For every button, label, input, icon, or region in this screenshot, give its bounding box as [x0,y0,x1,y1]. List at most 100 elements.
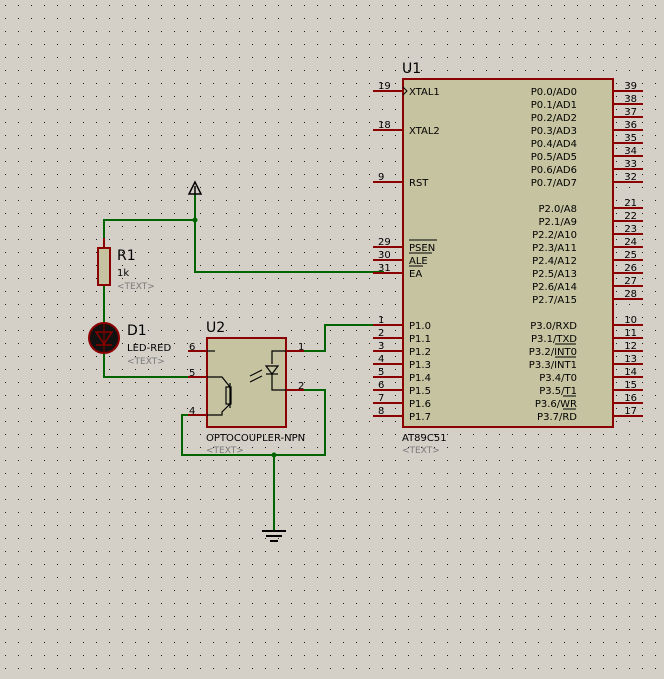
wire-u2-pin2-gnd[interactable] [274,389,326,456]
pin-label: P2.5/A13 [532,269,577,280]
pin-number: 4 [378,354,384,365]
power-terminal[interactable] [187,180,203,195]
pin-number: 24 [624,237,637,248]
wire-u2-pin4-gnd[interactable] [181,414,274,456]
u1-pin-p1-3[interactable]: 4P1.3 [373,354,431,371]
pin-number: 26 [624,263,637,274]
pin-number: 11 [624,328,637,339]
pin-number: 1 [378,315,384,326]
pin-number: 10 [624,315,637,326]
pin-label: EA [409,269,422,280]
pin-label: P2.7/A15 [532,295,577,306]
pin-number: 30 [378,250,391,261]
pin-label: P1.0 [409,321,431,332]
pin-number: 31 [378,263,391,274]
u1-left-pins: 19XTAL118XTAL29RST29PSEN30ALE31EA1P1.02P… [373,81,440,423]
pin-label: P1.4 [409,373,431,384]
pin-label: P0.1/AD1 [531,100,577,111]
ground-terminal[interactable] [262,530,286,542]
u2-pin5-num: 5 [189,368,195,379]
u1-pin-p1-7[interactable]: 8P1.7 [373,406,431,423]
u1-microcontroller[interactable]: U1 AT89C51 <TEXT> [402,61,614,456]
pin-label: ALE [409,256,428,267]
wire-u2-pin1-p10[interactable] [304,324,384,352]
pin-label: P3.5/T1 [539,386,577,397]
pin-number: 18 [378,120,391,131]
pin-label: XTAL2 [409,126,440,137]
pin-number: 16 [624,393,637,404]
clock-marker-icon [402,86,408,96]
pin-label: P3.1/TXD [531,334,577,345]
pin-number: 12 [624,341,637,352]
u1-text-placeholder: <TEXT> [402,446,440,456]
pin-label: XTAL1 [409,87,440,98]
pin-number: 2 [378,328,384,339]
pin-number: 36 [624,120,637,131]
pin-number: 33 [624,159,637,170]
pin-number: 25 [624,250,637,261]
d1-value: LED-RED [127,343,171,354]
pin-number: 23 [624,224,637,235]
pin-number: 9 [378,172,384,183]
pin-number: 38 [624,94,637,105]
pin-label: P0.6/AD6 [531,165,577,176]
r1-resistor[interactable]: R1 1k <TEXT> [97,238,155,292]
pin-number: 28 [624,289,637,300]
u1-pin-p1-5[interactable]: 6P1.5 [373,380,431,397]
d1-led[interactable]: D1 LED-RED <TEXT> [88,322,171,367]
u1-pin-p1-6[interactable]: 7P1.6 [373,393,431,410]
diode-triangle-icon [94,331,114,346]
pin-label: P1.1 [409,334,431,345]
u1-pin-p1-1[interactable]: 2P1.1 [373,328,431,345]
pin-label: P0.3/AD3 [531,126,577,137]
u2-part-name: OPTOCOUPLER-NPN [206,433,305,444]
pin-number: 7 [378,393,384,404]
d1-text-placeholder: <TEXT> [127,357,165,367]
pin-number: 21 [624,198,637,209]
wire-led-u2-pin5[interactable] [103,354,188,378]
pin-number: 29 [378,237,391,248]
pin-number: 32 [624,172,637,183]
u1-pin-p1-2[interactable]: 3P1.2 [373,341,431,358]
u2-optocoupler[interactable]: U2 6 5 4 1 2 OPTOCOUPLER-NPN < [188,320,305,456]
pin-number: 37 [624,107,637,118]
pin-number: 8 [378,406,384,417]
u1-pin-p1-4[interactable]: 5P1.4 [373,367,431,384]
pin-label: P0.4/AD4 [531,139,577,150]
pin-number: 27 [624,276,637,287]
pin-label: P3.7/RD [537,412,577,423]
pin-label: PSEN [409,243,435,254]
u1-pin-p1-0[interactable]: 1P1.0 [373,315,431,332]
